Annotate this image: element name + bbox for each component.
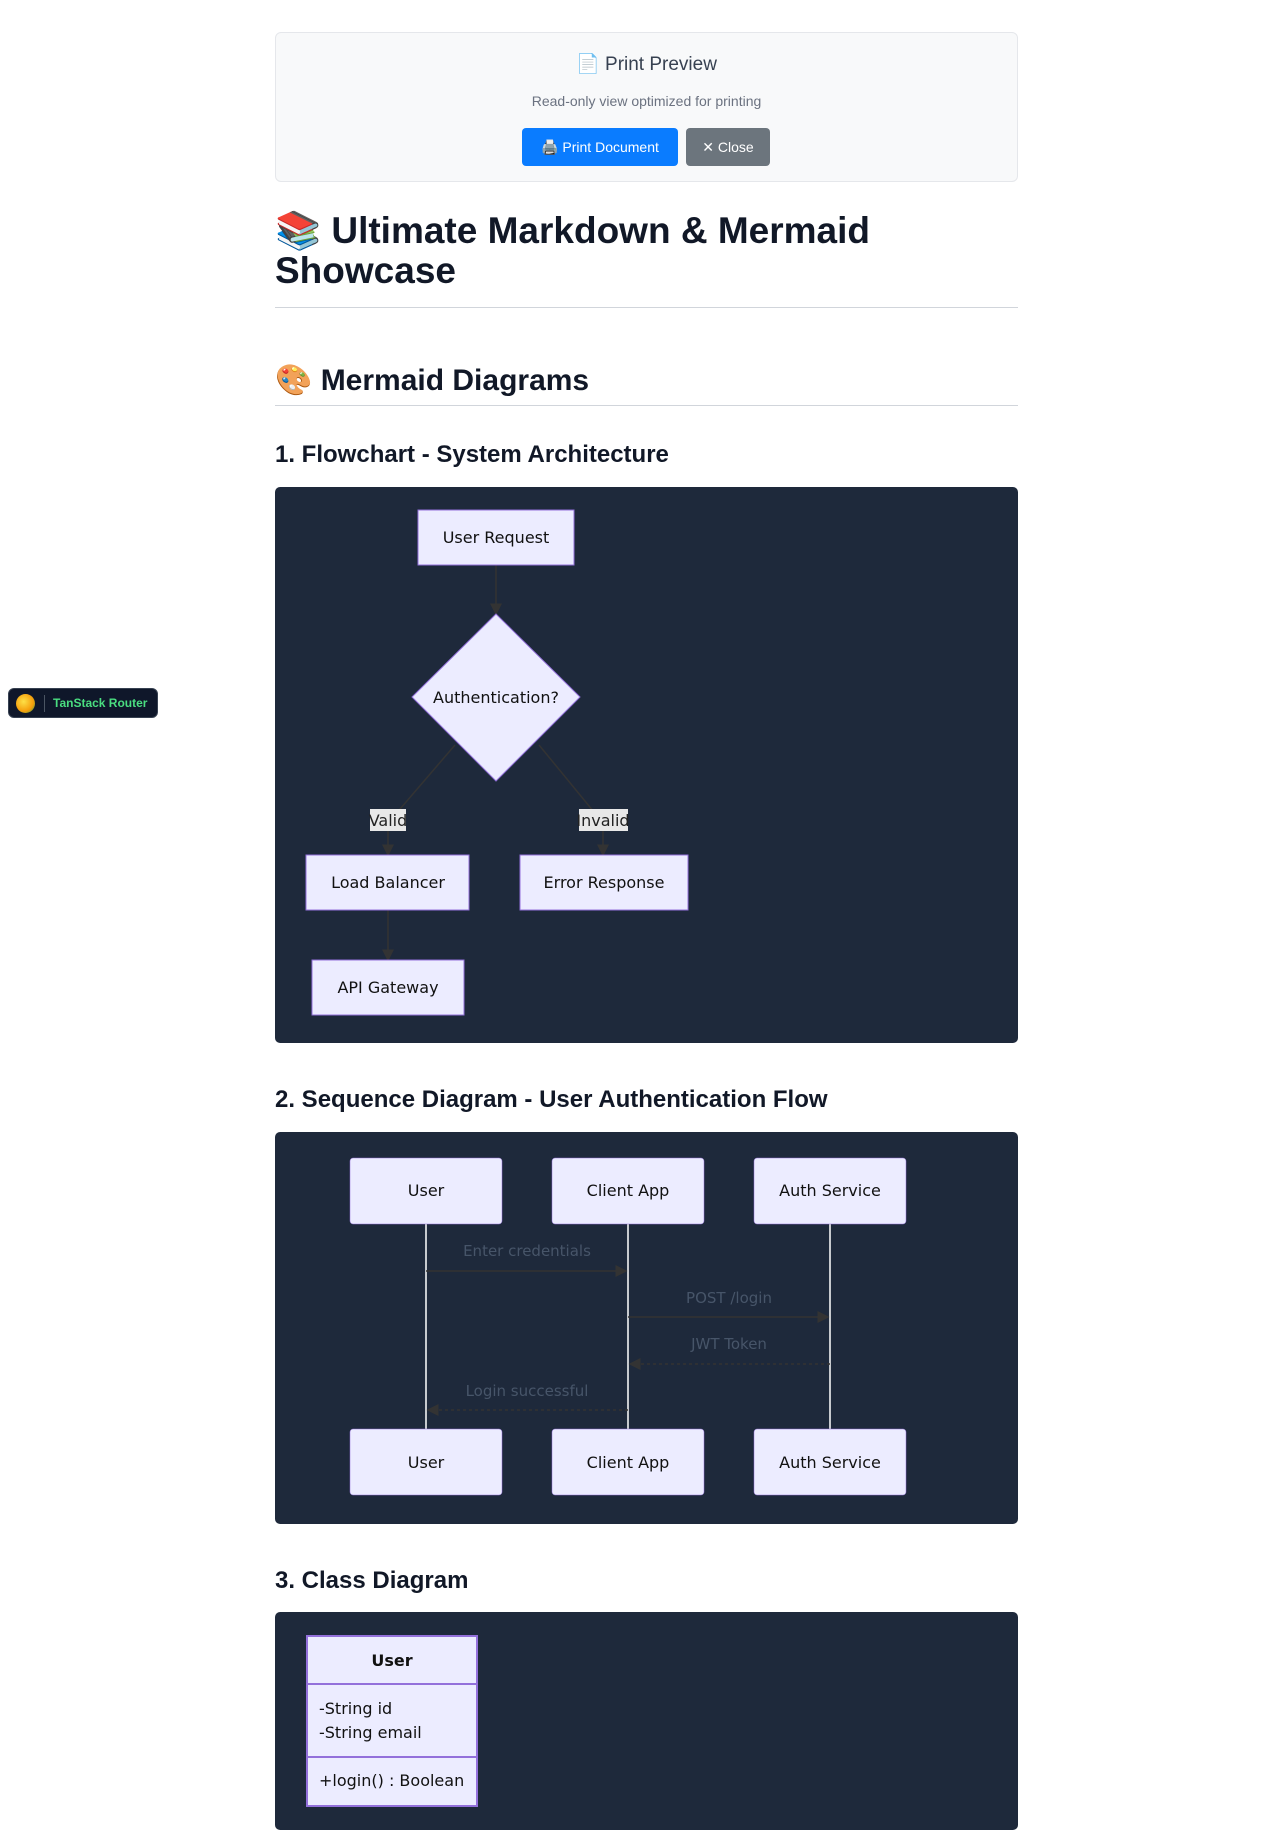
- node-error-response: Error Response: [519, 854, 689, 911]
- svg-text:Client App: Client App: [587, 1453, 670, 1472]
- class-attribute: -String email: [319, 1723, 422, 1742]
- class-diagram-heading: 3. Class Diagram: [275, 1567, 469, 1594]
- node-authentication-label: Authentication?: [433, 688, 559, 707]
- message-post-login: POST /login: [628, 1289, 830, 1323]
- svg-text:User: User: [408, 1181, 445, 1200]
- node-error-response-label: Error Response: [544, 873, 665, 892]
- close-button[interactable]: ✕ Close: [686, 128, 770, 166]
- print-document-button[interactable]: 🖨️ Print Document: [522, 128, 678, 166]
- node-load-balancer-label: Load Balancer: [331, 873, 445, 892]
- section-divider: [275, 405, 1018, 406]
- node-user-request: User Request: [417, 509, 575, 566]
- node-load-balancer: Load Balancer: [305, 854, 470, 911]
- page-icon: 📄: [576, 54, 600, 75]
- participant-user-top: User: [349, 1157, 503, 1225]
- node-api-gateway-label: API Gateway: [337, 978, 438, 997]
- tanstack-router-label: TanStack Router: [53, 696, 148, 710]
- svg-text:Invalid: Invalid: [576, 811, 629, 830]
- svg-text:POST /login: POST /login: [686, 1289, 772, 1307]
- edge-label-valid: Valid: [369, 809, 408, 831]
- svg-text:Valid: Valid: [369, 811, 408, 830]
- print-preview-title: 📄 Print Preview: [576, 54, 717, 75]
- participant-auth-service-top: Auth Service: [753, 1157, 907, 1225]
- class-method: +login() : Boolean: [319, 1771, 464, 1790]
- page-title: 📚 Ultimate Markdown & Mermaid Showcase: [275, 210, 870, 291]
- svg-text:Enter credentials: Enter credentials: [463, 1242, 591, 1260]
- message-enter-credentials: Enter credentials: [426, 1242, 628, 1277]
- print-preview-bar: 📄 Print Preview Read-only view optimized…: [275, 32, 1018, 182]
- node-user-request-label: User Request: [443, 528, 550, 547]
- tanstack-logo-icon: [16, 694, 35, 713]
- svg-text:JWT Token: JWT Token: [690, 1335, 767, 1353]
- edge-label-invalid: Invalid: [576, 809, 630, 831]
- class-user: User -String id -String email +login() :…: [306, 1635, 478, 1807]
- svg-text:Client App: Client App: [587, 1181, 670, 1200]
- divider: [44, 695, 45, 712]
- tanstack-router-devtools-toggle[interactable]: TanStack Router: [8, 688, 158, 718]
- participant-user-bottom: User: [349, 1428, 503, 1496]
- title-divider: [275, 307, 1018, 308]
- class-attribute: -String id: [319, 1699, 392, 1718]
- message-jwt-token: JWT Token: [628, 1335, 830, 1370]
- class-diagram-svg: User -String id -String email +login() :…: [306, 1635, 478, 1807]
- flowchart-heading: 1. Flowchart - System Architecture: [275, 441, 669, 468]
- participant-client-app-bottom: Client App: [551, 1428, 705, 1496]
- sequence-heading: 2. Sequence Diagram - User Authenticatio…: [275, 1086, 828, 1113]
- class-diagram: User -String id -String email +login() :…: [275, 1612, 1018, 1830]
- participant-client-app-top: Client App: [551, 1157, 705, 1225]
- print-preview-subtitle: Read-only view optimized for printing: [531, 93, 762, 109]
- sequence-diagram: User Client App Auth Service Enter crede…: [275, 1132, 1018, 1524]
- message-login-successful: Login successful: [426, 1382, 628, 1416]
- svg-text:Login successful: Login successful: [466, 1382, 589, 1400]
- node-api-gateway: API Gateway: [311, 959, 465, 1016]
- svg-text:Auth Service: Auth Service: [779, 1181, 881, 1200]
- svg-text:User: User: [408, 1453, 445, 1472]
- svg-text:Auth Service: Auth Service: [779, 1453, 881, 1472]
- sequence-svg: User Client App Auth Service Enter crede…: [349, 1157, 907, 1496]
- node-authentication: Authentication?: [411, 613, 581, 782]
- section-heading: 🎨 Mermaid Diagrams: [275, 364, 590, 397]
- flowchart-diagram: User Request Authentication? Valid Inval…: [275, 487, 1018, 1043]
- class-user-name: User: [371, 1651, 412, 1670]
- participant-auth-service-bottom: Auth Service: [753, 1428, 907, 1496]
- flowchart-svg: User Request Authentication? Valid Inval…: [305, 509, 689, 1016]
